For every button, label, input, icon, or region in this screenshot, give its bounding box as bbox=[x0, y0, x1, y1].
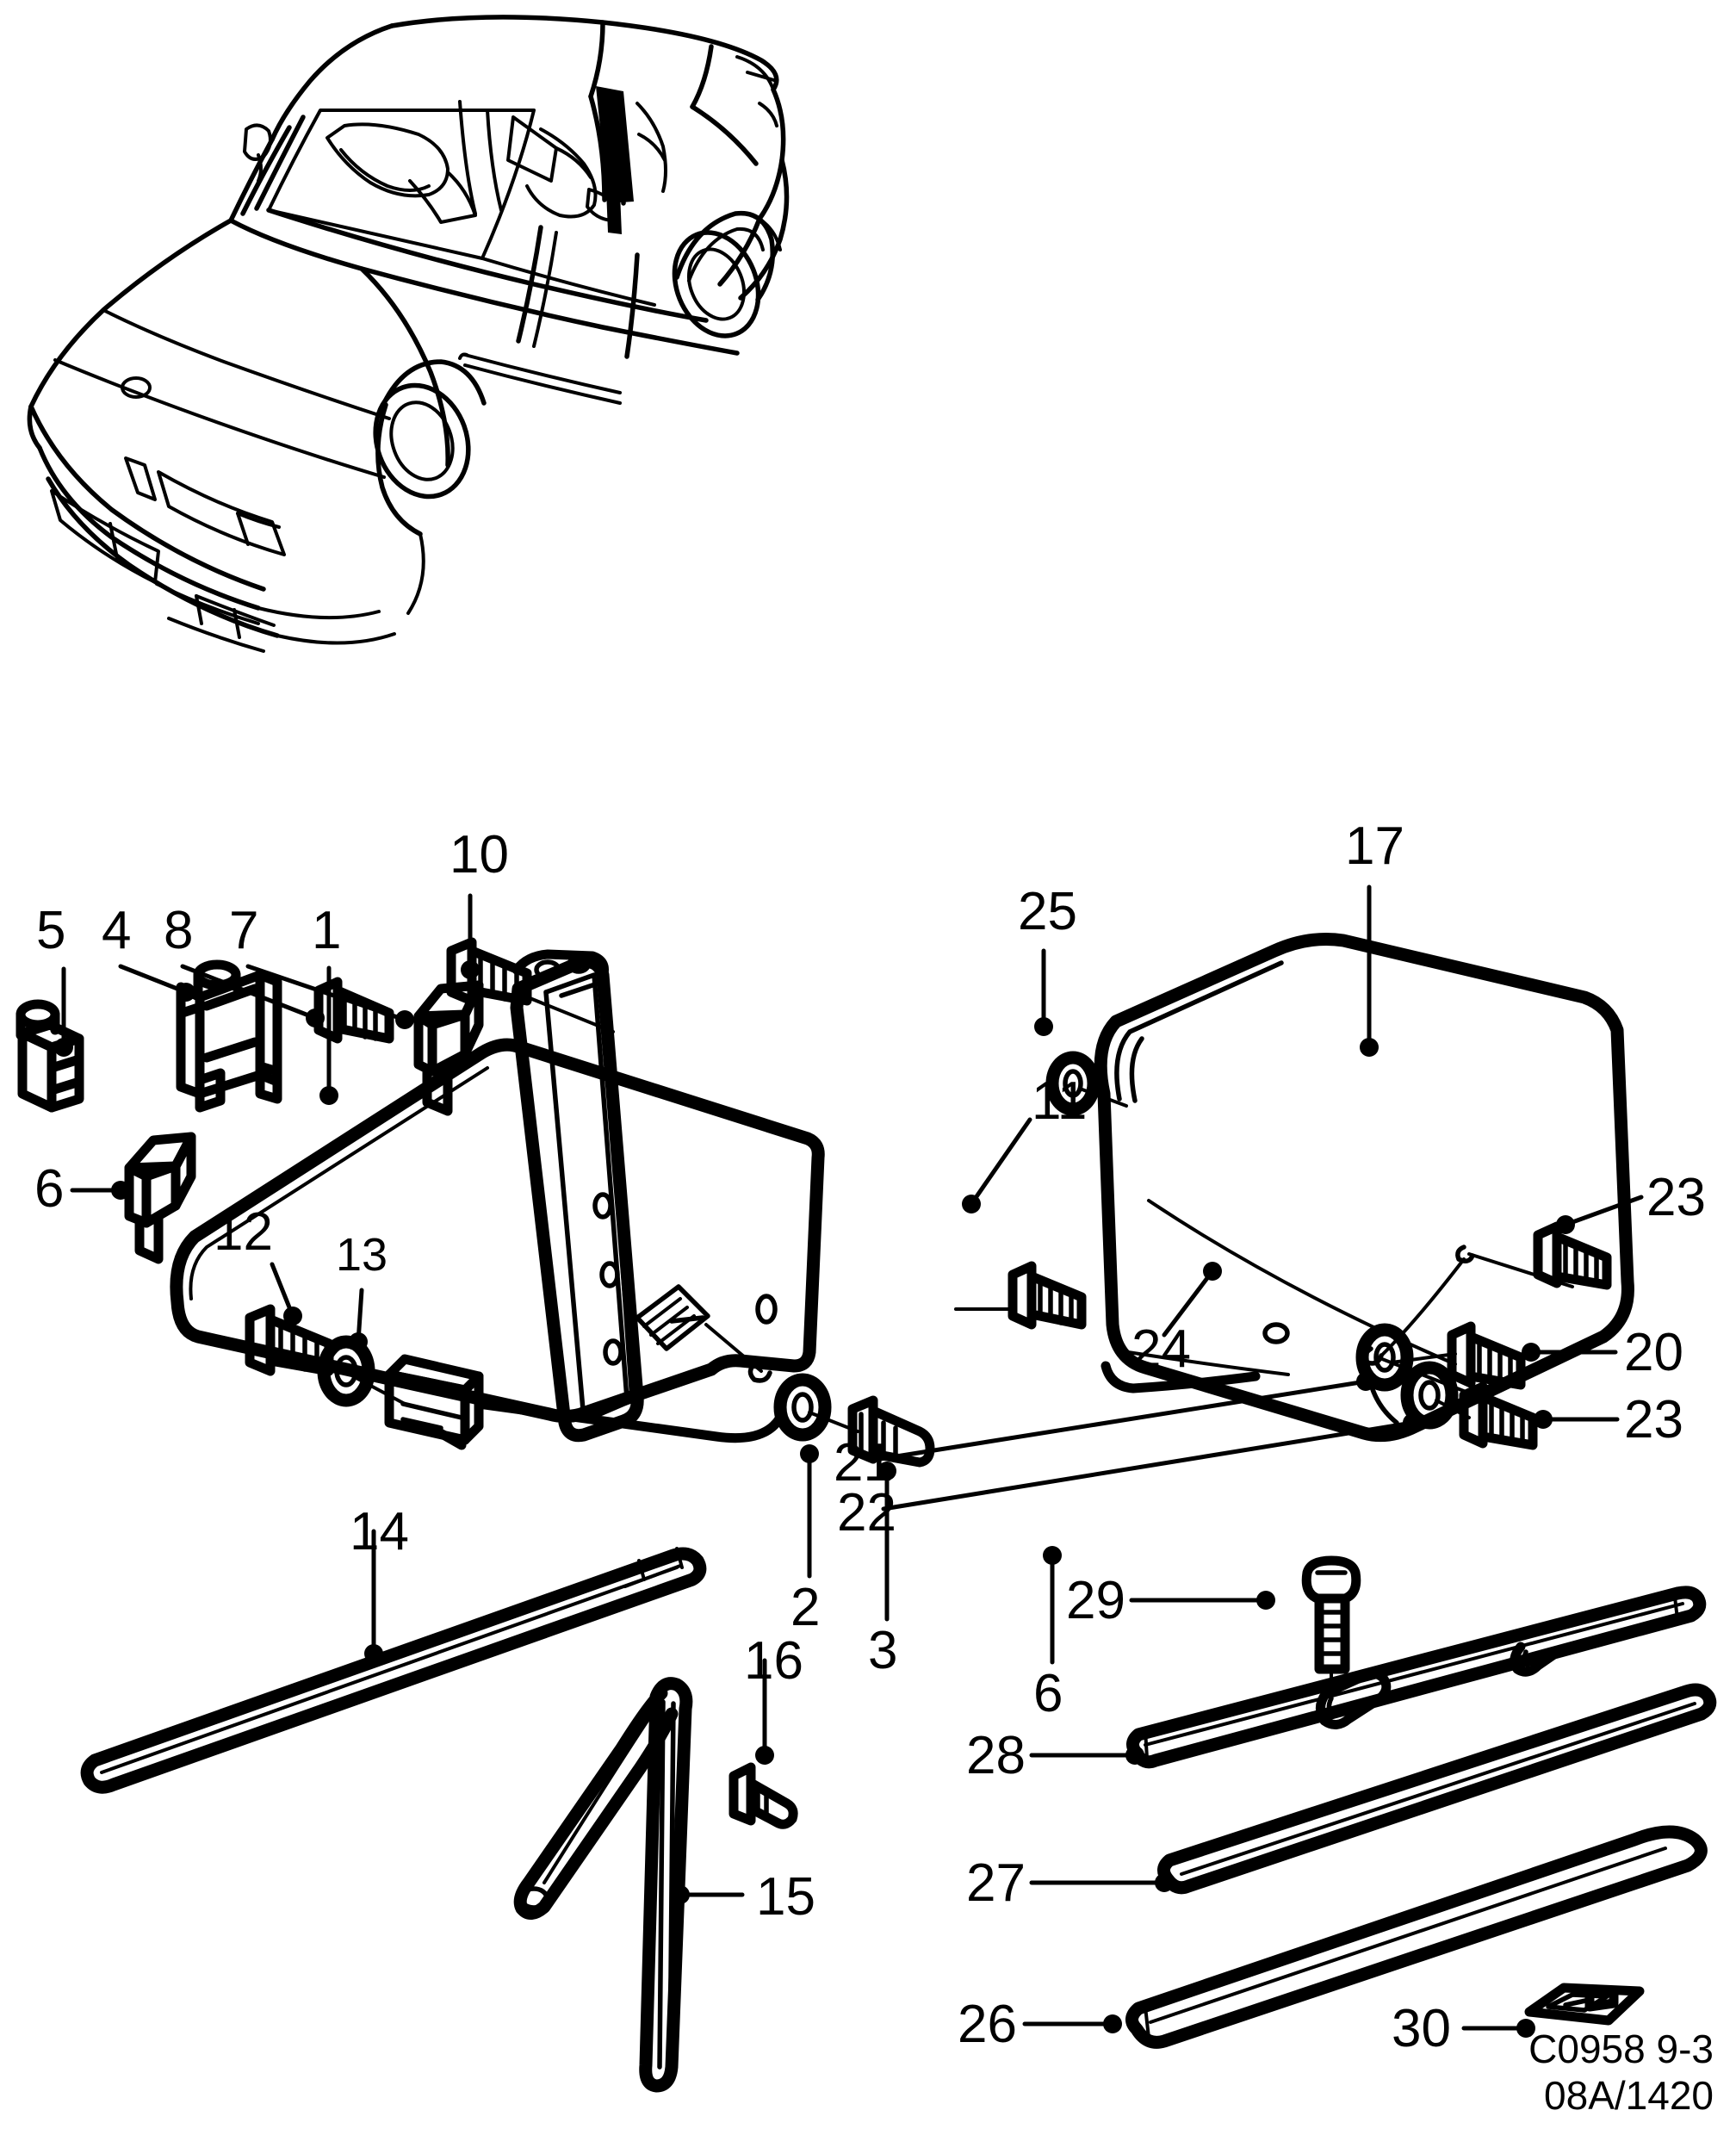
callout-label-4[interactable]: 4 bbox=[102, 901, 132, 960]
callout-label-30[interactable]: 30 bbox=[1392, 1999, 1451, 2058]
part-23-bolt-lower bbox=[1459, 1381, 1538, 1450]
part-6-stop-block-left bbox=[124, 1132, 196, 1264]
callout-label-6-left[interactable]: 6 bbox=[34, 1159, 65, 1219]
part-21-washer bbox=[1355, 1323, 1457, 1392]
callout-label-11[interactable]: 10 bbox=[450, 825, 509, 884]
part-5-glass-clamp bbox=[16, 999, 84, 1113]
part-26-lower-door-moulding bbox=[1125, 1825, 1708, 2049]
part-20-bolt bbox=[1447, 1321, 1526, 1390]
part-28-outer-door-moulding bbox=[1126, 1586, 1707, 1769]
callout-label-28[interactable]: 28 bbox=[966, 1726, 1026, 1785]
callout-label-14[interactable]: 14 bbox=[350, 1502, 409, 1561]
callout-label-1[interactable]: 1 bbox=[312, 901, 342, 960]
part-16-screw bbox=[728, 1762, 798, 1829]
callout-label-15[interactable]: 15 bbox=[756, 1867, 815, 1927]
part-23-bolt-upper bbox=[1533, 1221, 1612, 1290]
part-30-moulding-clip bbox=[1524, 1983, 1645, 2026]
callout-label-16[interactable]: 16 bbox=[744, 1631, 803, 1691]
part-10-window-run-channel bbox=[510, 949, 644, 1443]
callout-label-12[interactable]: 12 bbox=[214, 1202, 273, 1262]
callout-label-7[interactable]: 7 bbox=[229, 901, 259, 960]
callout-label-13[interactable]: 13 bbox=[336, 1229, 388, 1281]
callout-label-2[interactable]: 2 bbox=[790, 1578, 821, 1637]
part-15-front-run-channel-seal bbox=[513, 1677, 693, 2093]
callout-label-6-right[interactable]: 6 bbox=[1033, 1664, 1063, 1723]
part-14-outer-belt-weatherstrip bbox=[80, 1547, 707, 1794]
diagram-code-line-1: C0958 9-3 bbox=[1528, 2027, 1714, 2071]
leader-lines bbox=[54, 884, 1644, 2038]
callout-label-29[interactable]: 29 bbox=[1066, 1571, 1125, 1630]
part-27-inner-belt-weatherstrip bbox=[1157, 1683, 1717, 1895]
callout-label-8[interactable]: 8 bbox=[164, 901, 194, 960]
callout-label-21[interactable]: 21 bbox=[834, 1433, 893, 1493]
callout-label-22[interactable]: 22 bbox=[837, 1483, 896, 1542]
part-17-rear-quarter-glass bbox=[1094, 933, 1634, 1443]
diagram-code-line-2: 08A/1420 bbox=[1544, 2073, 1714, 2118]
callout-label-20[interactable]: 20 bbox=[1624, 1323, 1683, 1382]
part-1-door-window-glass bbox=[170, 1038, 825, 1450]
part-2-collar-nut bbox=[773, 1373, 859, 1442]
car-illustration bbox=[27, 15, 790, 653]
callout-label-27[interactable]: 27 bbox=[966, 1853, 1026, 1913]
part-29-screw bbox=[1301, 1555, 1361, 1700]
part-6-stop-block-right bbox=[954, 1261, 1087, 1330]
callout-label-5[interactable]: 5 bbox=[36, 901, 66, 960]
part-22-washer bbox=[1400, 1361, 1471, 1430]
callout-label-23-lower[interactable]: 23 bbox=[1624, 1390, 1683, 1449]
callout-label-17[interactable]: 17 bbox=[1345, 816, 1404, 876]
callout-label-25[interactable]: 25 bbox=[1018, 882, 1077, 941]
callout-label-24[interactable]: 24 bbox=[1132, 1319, 1191, 1379]
part-13-washer bbox=[317, 1335, 406, 1407]
part-3-bolt bbox=[847, 1395, 935, 1468]
callout-label-26[interactable]: 26 bbox=[958, 1995, 1017, 2054]
callout-label-23-upper[interactable]: 23 bbox=[1646, 1168, 1706, 1227]
callout-label-3[interactable]: 3 bbox=[868, 1621, 898, 1680]
callout-label-10[interactable]: 11 bbox=[1032, 1071, 1088, 1131]
